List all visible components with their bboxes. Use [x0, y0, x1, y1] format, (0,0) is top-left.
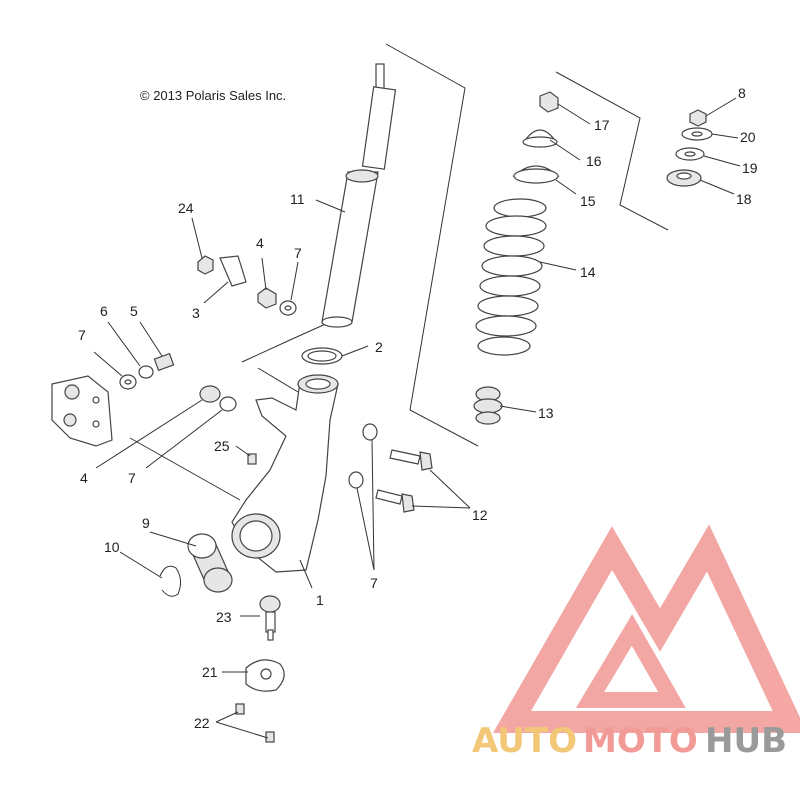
bump-stop [473, 386, 503, 425]
washer-7-right-b [348, 471, 364, 489]
washer-6 [138, 365, 154, 379]
screws-22 [235, 703, 275, 743]
nut-24 [197, 255, 214, 275]
callout-10: 10 [104, 539, 120, 555]
callout-17: 17 [594, 117, 610, 133]
callout-20: 20 [740, 129, 756, 145]
callout-14: 14 [580, 264, 596, 280]
washer-7-mid [219, 396, 237, 412]
bolt-5 [153, 352, 175, 372]
callout-7-right: 7 [370, 575, 378, 591]
bearing [187, 533, 233, 593]
callout-7-mid: 7 [128, 470, 136, 486]
clip-3 [219, 255, 247, 287]
brake-caliper [51, 375, 113, 447]
logo-text-hub: HUB [705, 721, 787, 761]
callout-19: 19 [742, 160, 758, 176]
bolts-12 [375, 449, 433, 513]
nut-4-lower [199, 385, 221, 403]
callout-7-left: 7 [78, 327, 86, 343]
callout-15: 15 [580, 193, 596, 209]
logo-text-auto: AUTO [472, 721, 577, 761]
snap-ring [159, 565, 182, 597]
callout-6: 6 [100, 303, 108, 319]
logo-triangle [492, 524, 800, 733]
callout-11: 11 [290, 191, 305, 207]
top-nut [539, 91, 559, 113]
callout-1: 1 [316, 592, 324, 608]
shock-absorber [321, 63, 397, 328]
nut-8 [689, 109, 707, 127]
coil-spring [475, 198, 547, 356]
callout-16: 16 [586, 153, 602, 169]
logo-text-moto: MOTO [583, 721, 698, 761]
washer-7-right-a [362, 423, 378, 441]
ball-joint [259, 595, 281, 641]
leader-lines [93, 97, 741, 739]
nut-4-upper [257, 287, 277, 309]
callout-24: 24 [178, 200, 194, 216]
callout-23: 23 [216, 609, 232, 625]
callout-25: 25 [214, 438, 230, 454]
callout-22: 22 [194, 715, 210, 731]
copyright-text: © 2013 Polaris Sales Inc. [140, 88, 286, 103]
watermark-logo [492, 524, 800, 733]
callout-8: 8 [738, 85, 746, 101]
callout-9: 9 [142, 515, 150, 531]
steering-knuckle [231, 374, 339, 573]
bleeder-25 [247, 453, 257, 465]
callout-5: 5 [130, 303, 138, 319]
callout-21: 21 [202, 664, 218, 680]
callout-13: 13 [538, 405, 554, 421]
callout-4-lower: 4 [80, 470, 88, 486]
callout-2: 2 [375, 339, 383, 355]
callout-4-upper: 4 [256, 235, 264, 251]
callout-12: 12 [472, 507, 488, 523]
callout-3: 3 [192, 305, 200, 321]
callout-18: 18 [736, 191, 752, 207]
assembly-lines [241, 43, 669, 447]
callout-labels: 1 2 3 4 4 5 6 7 7 7 7 8 9 10 11 12 13 14… [78, 85, 758, 731]
callout-7-upper: 7 [294, 245, 302, 261]
